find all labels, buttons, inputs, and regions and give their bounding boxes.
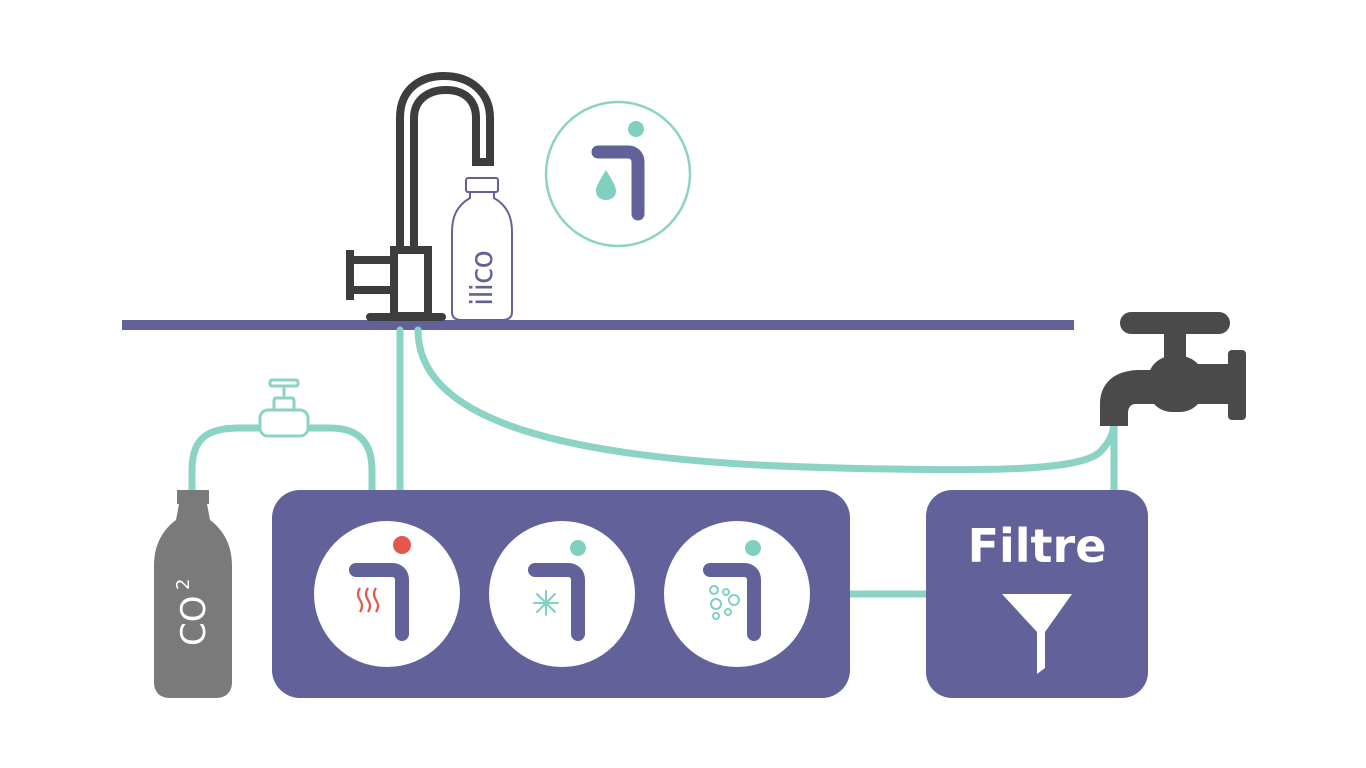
cold-water-module [489, 521, 635, 667]
water-pipes [188, 326, 1118, 598]
filter-unit: Filtre [926, 490, 1148, 698]
bottle-brand-label: ilico [465, 251, 500, 306]
glass-bottle: ilico [451, 177, 513, 321]
co2-label: CO [174, 595, 214, 646]
bubbles-icon [709, 585, 740, 620]
funnel-icon [1002, 594, 1072, 674]
sparkling-water-module [664, 521, 810, 667]
countertop-line [122, 320, 1074, 330]
hot-water-module [314, 521, 460, 667]
co2-label-superscript: 2 [173, 579, 194, 590]
brand-logo-circle [544, 100, 692, 248]
faucet-base [366, 313, 446, 321]
kitchen-faucet-icon [346, 71, 494, 320]
water-drop-icon [596, 170, 616, 200]
heat-waves-icon [356, 587, 380, 613]
co2-bottle: CO 2 [154, 490, 232, 698]
hot-indicator-dot [393, 536, 411, 554]
wall-tap-icon [1100, 312, 1246, 426]
cold-indicator-dot [570, 540, 586, 556]
filter-label: Filtre [968, 519, 1107, 573]
co2-valve-icon [258, 378, 310, 438]
sparkling-indicator-dot [745, 540, 761, 556]
snowflake-icon [533, 590, 559, 616]
